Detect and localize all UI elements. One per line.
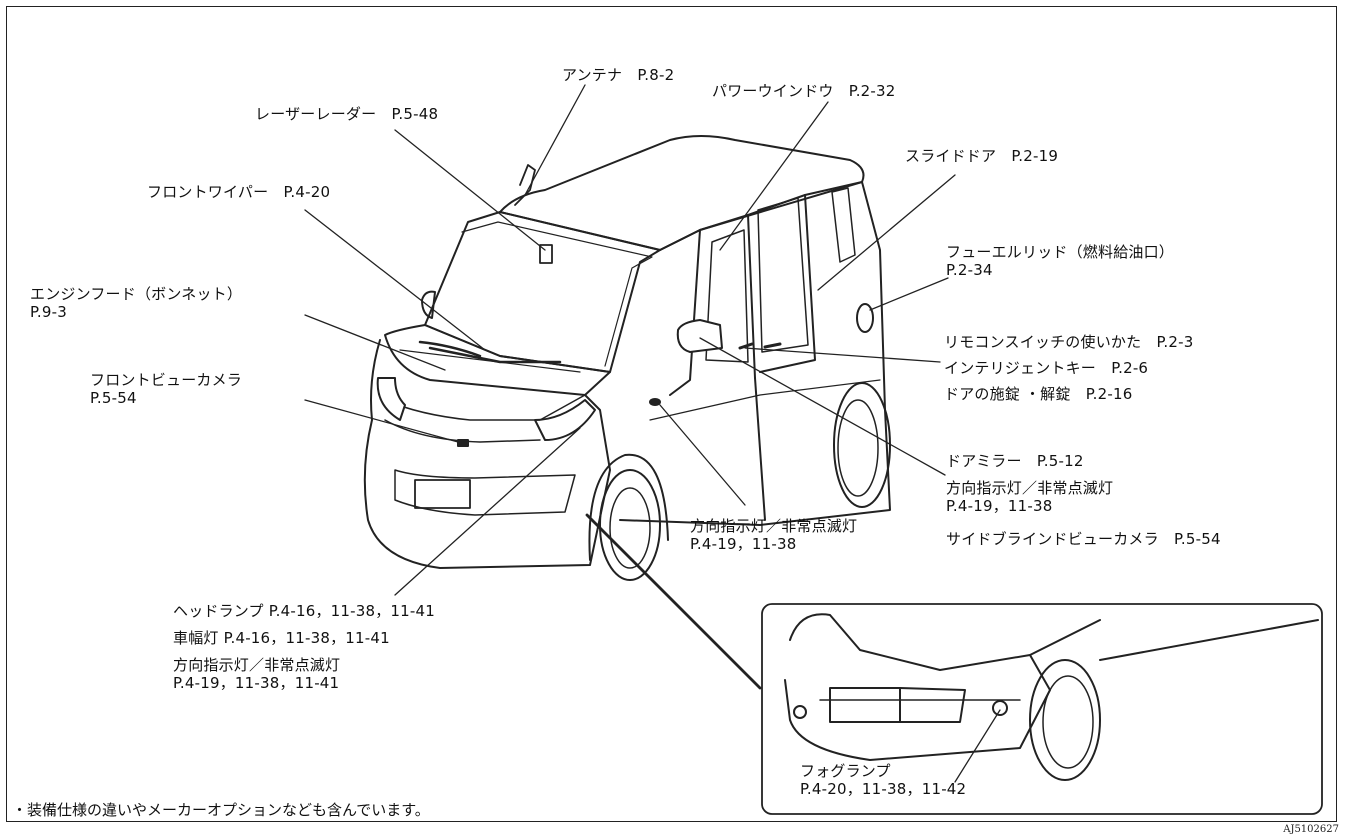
label-front-camera-name: フロントビューカメラ <box>90 371 243 389</box>
label-front-turn-lamp: 方向指示灯／非常点滅灯 P.4-19，11-38，11-41 <box>173 656 340 692</box>
label-slide-door: スライドドア P.2-19 <box>905 147 1059 165</box>
label-fog-lamp: フォグランプ P.4-20，11-38，11-42 <box>800 762 966 798</box>
label-remote-switch: リモコンスイッチの使いかた P.2-3 <box>944 333 1194 351</box>
label-side-turn-lamp-name: 方向指示灯／非常点滅灯 <box>690 517 858 535</box>
figure-code: AJ5102627 <box>1283 824 1339 835</box>
diagram-frame <box>6 6 1337 822</box>
label-power-window: パワーウインドウ P.2-32 <box>712 82 896 100</box>
label-headlamp: ヘッドランプ P.4-16，11-38，11-41 <box>173 602 436 620</box>
label-engine-hood: エンジンフード（ボンネット） P.9-3 <box>30 285 242 321</box>
label-engine-hood-name: エンジンフード（ボンネット） <box>30 285 243 303</box>
fog-lamp-inset <box>761 603 1323 815</box>
label-side-turn-lamp: 方向指示灯／非常点滅灯 P.4-19，11-38 <box>690 517 857 553</box>
car-body <box>363 135 891 581</box>
label-mirror-turn-lamp-page: P.4-19，11-38 <box>946 497 1053 515</box>
label-engine-hood-page: P.9-3 <box>30 303 67 321</box>
label-laser-radar: レーザーレーダー P.5-48 <box>255 105 439 123</box>
leader-lines <box>304 84 1001 783</box>
equipment-note: ・装備仕様の違いやメーカーオプションなども含んでいます。 <box>12 801 430 819</box>
label-fog-lamp-name: フォグランプ <box>800 762 891 780</box>
label-mirror-turn-lamp: 方向指示灯／非常点滅灯 P.4-19，11-38 <box>946 479 1113 515</box>
label-door-lock: ドアの施錠 ・解錠 P.2-16 <box>944 385 1133 403</box>
label-width-lamp: 車幅灯 P.4-16，11-38，11-41 <box>173 629 390 647</box>
label-front-camera-page: P.5-54 <box>90 389 137 407</box>
label-intelligent-key: インテリジェントキー P.2-6 <box>944 359 1149 377</box>
label-fuel-lid: フューエルリッド（燃料給油口） P.2-34 <box>946 243 1174 279</box>
label-fuel-lid-page: P.2-34 <box>946 261 993 279</box>
label-front-turn-lamp-page: P.4-19，11-38，11-41 <box>173 674 340 692</box>
label-fuel-lid-name: フューエルリッド（燃料給油口） <box>946 243 1175 261</box>
label-antenna: アンテナ P.8-2 <box>562 66 675 84</box>
label-front-wiper: フロントワイパー P.4-20 <box>147 183 331 201</box>
label-fog-lamp-page: P.4-20，11-38，11-42 <box>800 780 967 798</box>
label-front-turn-lamp-name: 方向指示灯／非常点滅灯 <box>173 656 341 674</box>
label-mirror-turn-lamp-name: 方向指示灯／非常点滅灯 <box>946 479 1114 497</box>
label-side-blind-camera: サイドブラインドビューカメラ P.5-54 <box>946 530 1221 548</box>
label-door-mirror: ドアミラー P.5-12 <box>946 452 1084 470</box>
label-front-camera: フロントビューカメラ P.5-54 <box>90 371 242 407</box>
label-side-turn-lamp-page: P.4-19，11-38 <box>690 535 797 553</box>
